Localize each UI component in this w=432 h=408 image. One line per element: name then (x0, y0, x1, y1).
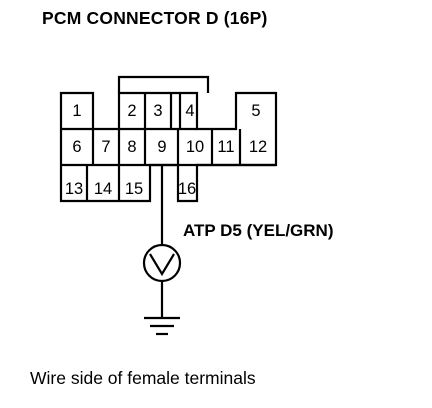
pin-label-11: 11 (217, 138, 234, 156)
voltmeter-icon (142, 243, 182, 283)
pin-label-9: 9 (157, 138, 166, 156)
pin-label-7: 7 (101, 138, 110, 156)
pin-label-16: 16 (178, 180, 196, 198)
pin-label-13: 13 (65, 180, 83, 198)
diagram-title: PCM CONNECTOR D (16P) (42, 8, 268, 28)
pin-label-10: 10 (186, 138, 204, 156)
pin-label-4: 4 (185, 102, 194, 120)
pin-label-15: 15 (125, 180, 143, 198)
pin-label-5: 5 (251, 102, 260, 120)
pin-label-3: 3 (153, 102, 162, 120)
locking-tab (117, 75, 210, 93)
pin-label-8: 8 (127, 138, 136, 156)
pin-label-1: 1 (72, 102, 81, 120)
caption: Wire side of female terminals (30, 368, 256, 388)
ground-icon (144, 316, 180, 336)
pin-label-12: 12 (249, 138, 267, 156)
wire-label: ATP D5 (YEL/GRN) (183, 221, 334, 240)
pin-label-14: 14 (94, 180, 112, 198)
pin-label-6: 6 (72, 138, 81, 156)
pin-label-2: 2 (127, 102, 136, 120)
